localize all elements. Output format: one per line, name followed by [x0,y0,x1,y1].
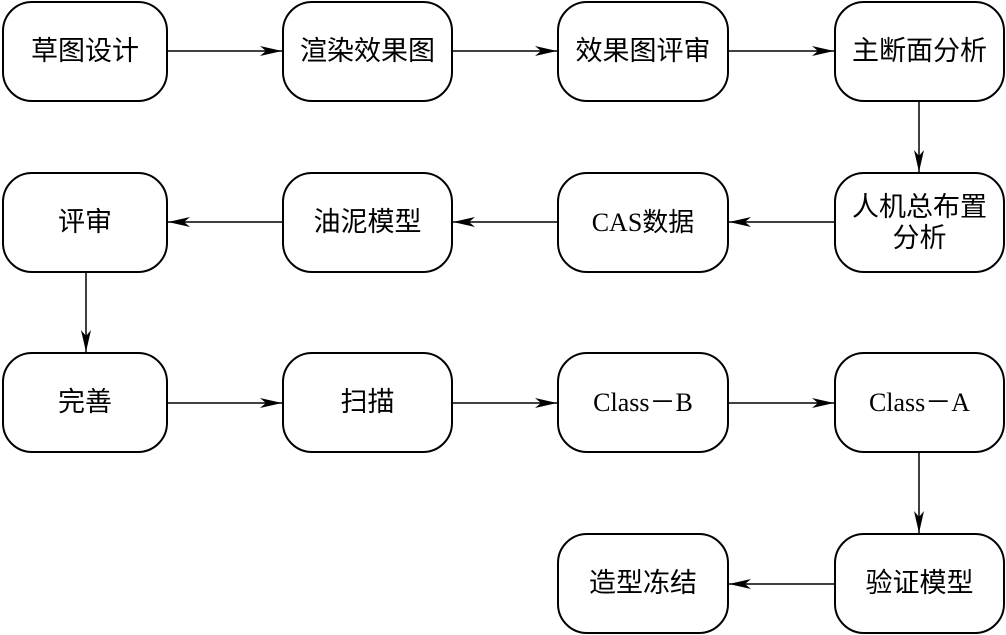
step-label: 效果图评审 [575,36,711,67]
step-label: 草图设计 [31,36,139,67]
step-label: 渲染效果图 [300,36,435,67]
step-main-section-analysis: 主断面分析 [834,1,1005,102]
step-rendering: 渲染效果图 [282,1,453,102]
step-label: 人机总布置 分析 [852,191,987,254]
step-rendering-review: 效果图评审 [557,1,729,102]
step-class-b: Class－B [557,352,729,453]
step-ergonomics-layout-analysis: 人机总布置 分析 [834,172,1005,273]
step-design-freeze: 造型冻结 [557,533,729,634]
step-review: 评审 [2,172,168,273]
step-class-a: Class－A [834,352,1005,453]
step-label: 扫描 [340,387,395,418]
step-scan: 扫描 [282,352,453,453]
step-label: Class－A [868,388,971,417]
step-verification-model: 验证模型 [834,533,1005,634]
step-label: CAS数据 [591,208,695,237]
step-cas-data: CAS数据 [557,172,729,273]
step-label: 完善 [58,387,112,418]
step-label: 验证模型 [865,568,974,599]
step-label: 造型冻结 [589,568,697,599]
step-label: 油泥模型 [313,207,422,238]
step-label: 主断面分析 [852,36,987,67]
step-label: Class－B [593,388,693,417]
step-label: 评审 [58,207,112,238]
step-clay-model: 油泥模型 [282,172,453,273]
step-refine: 完善 [2,352,168,453]
step-sketch-design: 草图设计 [2,1,168,102]
